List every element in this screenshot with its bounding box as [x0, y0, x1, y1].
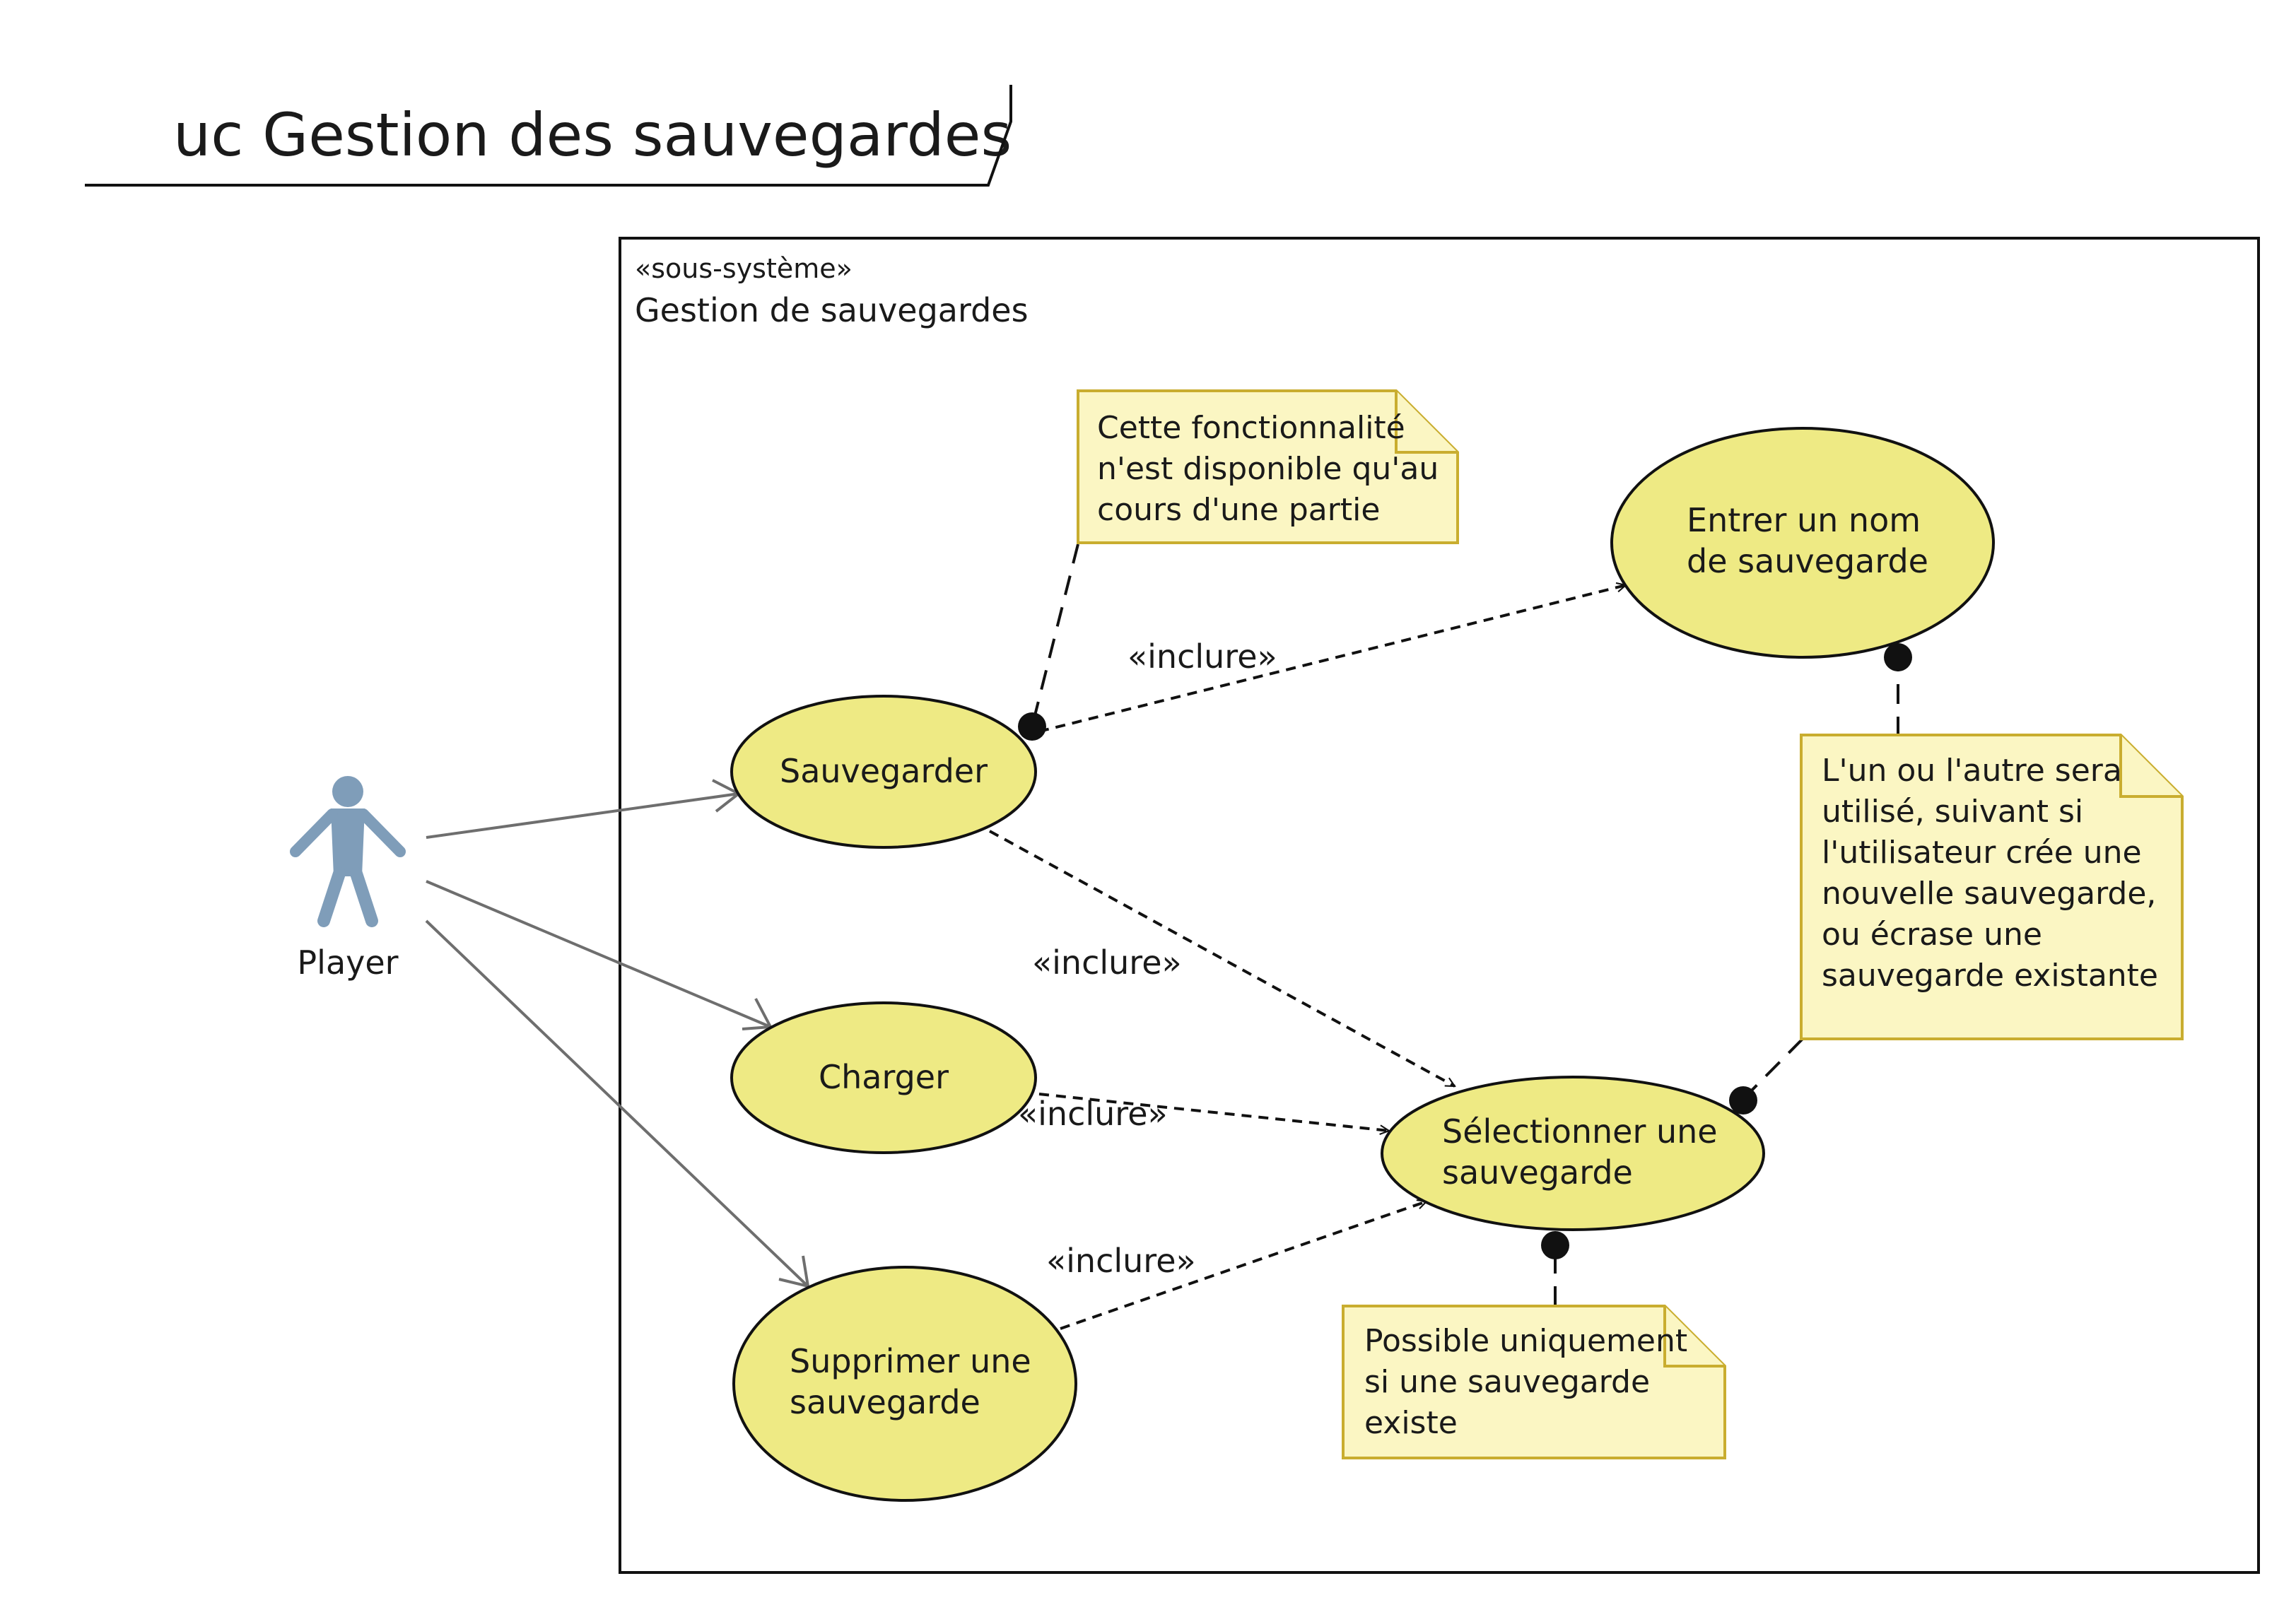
use-case-label: Sélectionner une sauvegarde — [1442, 1112, 1728, 1192]
note-fold — [1395, 391, 1458, 454]
use-case-ellipse[interactable] — [1381, 1076, 1765, 1231]
association-supprimer — [425, 919, 809, 1288]
anchor-dot-entrer-nom — [1884, 643, 1912, 671]
note-anchors — [1018, 543, 1912, 1306]
include-label-sauvegarder-selectionner: «inclure» — [1032, 943, 1182, 982]
use-case-ellipse[interactable] — [730, 1001, 1037, 1154]
use-case-label: Entrer un nom de sauvegarde — [1687, 501, 1931, 580]
associations — [425, 779, 810, 1288]
anchor-dot-selectionner-right — [1729, 1086, 1757, 1115]
use-case-label-line: Entrer un nom — [1687, 501, 1921, 539]
use-case-label: Supprimer une sauvegarde — [790, 1342, 1041, 1421]
use-case-ellipse[interactable] — [1610, 427, 1995, 659]
use-case-label-line: sauvegarde — [790, 1383, 980, 1421]
use-case-ellipse[interactable] — [732, 1266, 1077, 1502]
actor-body — [331, 808, 365, 876]
use-case-sauvegarder[interactable]: Sauvegarder — [730, 695, 1037, 849]
include-label-entrer-nom: «inclure» — [1128, 637, 1277, 676]
note-body — [1342, 1305, 1726, 1459]
anchor-note-choix-bottom — [1742, 1037, 1804, 1100]
actor-left-arm — [290, 808, 338, 857]
association-charger — [426, 880, 771, 1028]
note-partie: Cette fonctionnalité n'est disponible qu… — [1077, 389, 1459, 544]
include-sauvegarder-selectionner — [989, 830, 1455, 1088]
subsystem-boundary: «sous-système» Gestion de sauvegardes — [619, 237, 2260, 1574]
use-case-label: Charger — [819, 1058, 949, 1096]
use-case-label-line: Sauvegarder — [780, 752, 988, 790]
note-line: existe — [1364, 1405, 1458, 1441]
note-text: L'un ou l'autre sera utilisé, suivant si… — [1822, 753, 2166, 994]
subsystem-rect — [619, 237, 2260, 1574]
note-fold — [1663, 1306, 1725, 1368]
note-fold — [2119, 735, 2182, 798]
note-line: ou écrase une — [1822, 917, 2042, 953]
include-supprimer-selectionner — [1060, 1201, 1427, 1330]
note-line: cours d'une partie — [1097, 492, 1380, 528]
note-line: L'un ou l'autre sera — [1822, 753, 2122, 789]
actor-head — [332, 776, 363, 807]
use-case-charger[interactable]: Charger — [730, 1001, 1037, 1154]
include-label-charger-selectionner: «inclure» — [1018, 1095, 1168, 1133]
note-line: nouvelle sauvegarde, — [1822, 876, 2156, 912]
actor-player[interactable]: Player — [290, 776, 406, 982]
note-line: sauvegarde existante — [1822, 958, 2158, 994]
diagram-frame-header: uc Gestion des sauvegardes — [85, 85, 1012, 187]
stick-figure-icon[interactable] — [290, 776, 406, 927]
association-sauvegarder — [426, 792, 739, 839]
actor-left-leg — [317, 867, 346, 927]
use-case-label-line: Charger — [819, 1058, 949, 1096]
note-line: Possible uniquement — [1364, 1323, 1687, 1359]
note-text: Possible uniquement si une sauvegarde ex… — [1364, 1323, 1697, 1441]
subsystem-name: Gestion de sauvegardes — [635, 291, 1029, 329]
note-line: l'utilisateur crée une — [1822, 835, 2142, 871]
note-choix: L'un ou l'autre sera utilisé, suivant si… — [1800, 734, 2184, 1040]
use-case-label-line: Supprimer une — [790, 1342, 1031, 1380]
use-case-label-line: Sélectionner une — [1442, 1112, 1718, 1151]
actor-right-arm — [358, 808, 406, 857]
note-body — [1077, 389, 1459, 544]
note-line: si une sauvegarde — [1364, 1364, 1650, 1400]
anchor-dot-sauvegarder — [1018, 712, 1046, 741]
use-case-ellipse[interactable] — [730, 695, 1037, 849]
anchor-dot-selectionner-bottom — [1541, 1231, 1569, 1259]
note-line: Cette fonctionnalité — [1097, 410, 1405, 446]
use-case-supprimer[interactable]: Supprimer une sauvegarde — [732, 1266, 1077, 1502]
use-case-label: Sauvegarder — [780, 752, 988, 790]
include-label-supprimer-selectionner: «inclure» — [1046, 1242, 1196, 1280]
use-case-label-line: de sauvegarde — [1687, 542, 1928, 580]
note-body — [1800, 734, 2184, 1040]
note-line: n'est disponible qu'au — [1097, 451, 1439, 487]
use-case-entrer-nom[interactable]: Entrer un nom de sauvegarde — [1610, 427, 1995, 659]
actor-right-leg — [350, 867, 378, 927]
subsystem-stereotype: «sous-système» — [635, 253, 853, 284]
note-existe: Possible uniquement si une sauvegarde ex… — [1342, 1305, 1726, 1459]
include-charger-selectionner — [1038, 1093, 1389, 1131]
use-case-label-line: sauvegarde — [1442, 1153, 1633, 1192]
include-relations: «inclure» «inclure» «inclure» «inclure» — [989, 585, 1626, 1330]
diagram-title: uc Gestion des sauvegardes — [173, 100, 1012, 170]
note-line: utilisé, suivant si — [1822, 794, 2083, 830]
use-case-selectionner[interactable]: Sélectionner une sauvegarde — [1381, 1076, 1765, 1231]
actor-name: Player — [297, 943, 398, 982]
note-text: Cette fonctionnalité n'est disponible qu… — [1097, 410, 1448, 528]
frame-title-tab — [85, 85, 1012, 187]
anchor-note-partie — [1031, 543, 1079, 727]
